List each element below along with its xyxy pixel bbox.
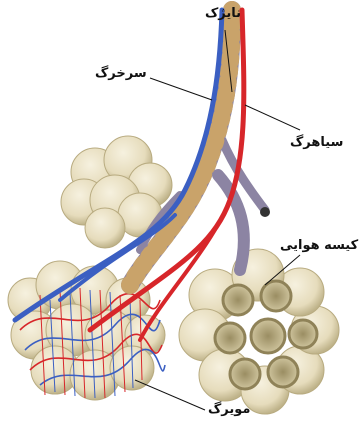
vein-label: سیاهرگ [290, 135, 343, 150]
right-alveolus-cluster [179, 249, 339, 414]
capillary-label: مویرگ [208, 402, 250, 417]
bronchiole-label: نایژک [205, 6, 241, 21]
artery-label: سرخرگ [95, 66, 147, 81]
alveolus-label: کیسه هوایی [280, 238, 358, 253]
